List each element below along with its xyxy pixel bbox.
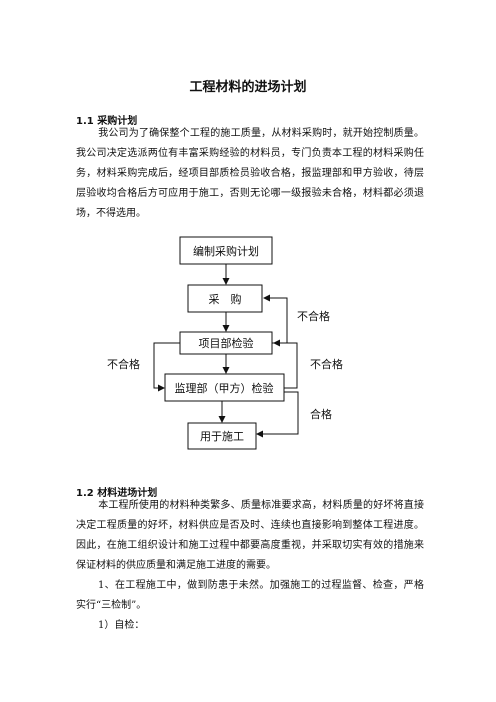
box-purchase-label: 采 购 xyxy=(209,292,242,306)
box-project-inspection-label: 项目部检验 xyxy=(199,336,254,350)
material-entry-paragraph-1-text: 本工程所使用的材料种类繁多、质量标准要求高，材料质量的好坏将直接决定工程质量的好… xyxy=(76,500,424,571)
procurement-paragraph: 我公司为了确保整个工程的施工质量，从材料采购时，就开始控制质量。我公司决定选派两… xyxy=(76,124,424,224)
label-pass: 合格 xyxy=(310,407,332,421)
box-plan-label: 编制采购计划 xyxy=(193,244,259,258)
box-plan xyxy=(179,236,273,265)
box-use-label: 用于施工 xyxy=(200,430,244,443)
box-supervision-inspection xyxy=(164,373,285,402)
page-title: 工程材料的进场计划 xyxy=(189,80,307,95)
material-entry-paragraph-3: 1）自检： xyxy=(76,616,424,636)
label-fail-upper: 不合格 xyxy=(297,309,330,323)
material-entry-paragraph-3-text: 1）自检： xyxy=(98,620,145,631)
box-supervision-inspection-label: 监理部（甲方）检验 xyxy=(175,381,274,395)
box-purchase xyxy=(187,284,263,313)
material-entry-paragraph-2: 1、在工程施工中，做到防患于未然。加强施工的过程监督、检查，严格实行“三检制”。 xyxy=(76,576,424,616)
section-heading-procurement: 1.1 采购计划 xyxy=(76,116,138,127)
section-heading-material-entry: 1.2 材料进场计划 xyxy=(76,488,158,499)
arrow-project-fail-left xyxy=(153,342,180,392)
label-fail-right: 不合格 xyxy=(310,357,343,371)
material-entry-paragraph-2-text: 1、在工程施工中，做到防患于未然。加强施工的过程监督、检查，严格实行“三检制”。 xyxy=(76,580,424,611)
procurement-paragraph-text: 我公司为了确保整个工程的施工质量，从材料采购时，就开始控制质量。我公司决定选派两… xyxy=(76,128,424,219)
arrow-supervision-fail-to-project xyxy=(273,339,298,389)
label-fail-left: 不合格 xyxy=(107,357,140,371)
material-entry-paragraph-1: 本工程所使用的材料种类繁多、质量标准要求高，材料质量的好坏将直接决定工程质量的好… xyxy=(76,496,424,576)
arrow-supervision-pass-to-use xyxy=(256,391,299,438)
